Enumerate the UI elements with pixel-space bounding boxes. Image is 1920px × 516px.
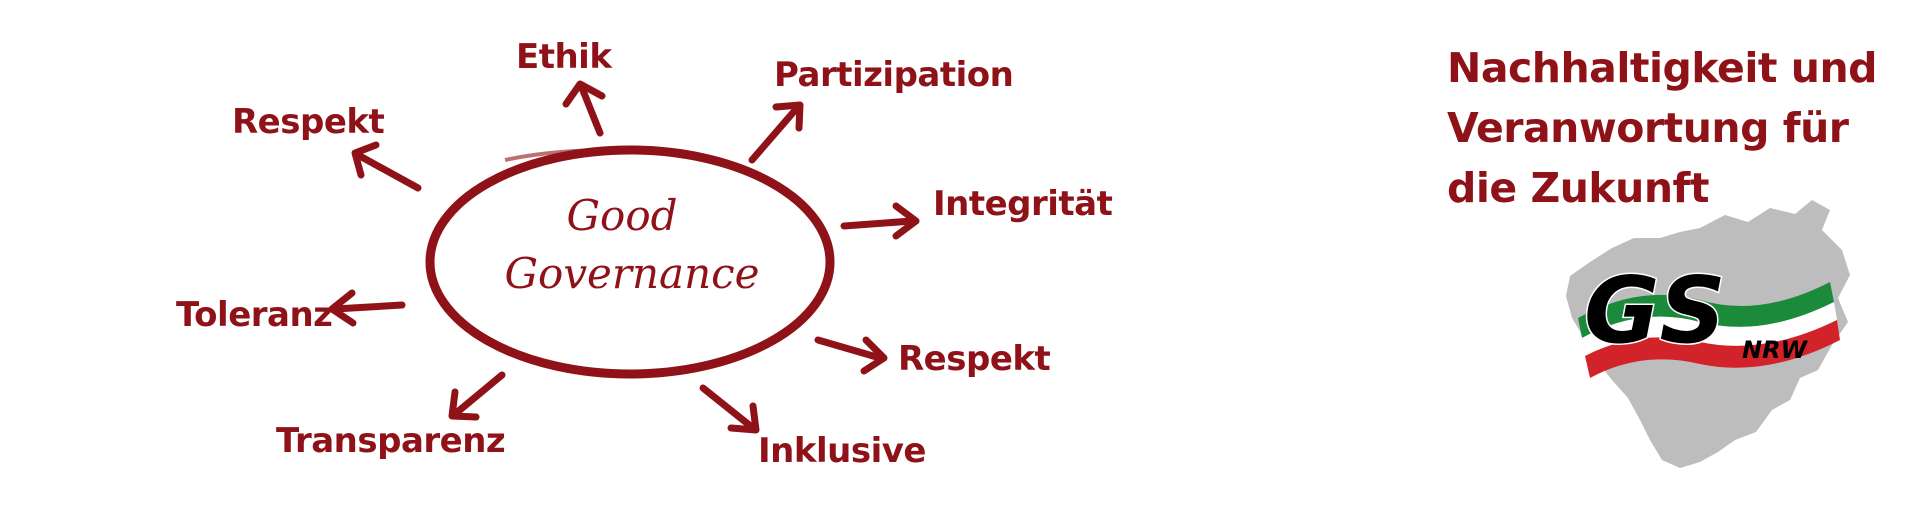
arrow-transparenz (448, 371, 506, 421)
logo-gs-text: GS (1584, 257, 1726, 364)
keyword-integritaet: Integrität (933, 184, 1113, 224)
center-label-line2: Governance (504, 249, 759, 298)
arrow-respekt-right (814, 336, 888, 375)
slogan-line3: die Zukunft (1447, 164, 1709, 212)
keyword-toleranz: Toleranz (176, 295, 332, 335)
arrow-integritaet (840, 202, 920, 240)
arrow-partizipation (748, 101, 804, 164)
arrow-ethik (562, 80, 606, 137)
keyword-transparenz: Transparenz (276, 421, 505, 461)
gs-nrw-logo: GS NRW (1566, 200, 1850, 468)
arrow-inklusive (699, 384, 760, 434)
keyword-ethik: Ethik (516, 37, 613, 77)
slogan-line1: Nachhaltigkeit und (1447, 44, 1877, 92)
flag-white-band (1582, 302, 1837, 356)
keyword-inklusive: Inklusive (758, 431, 926, 471)
arrow-toleranz (328, 289, 406, 327)
logo-nrw-text: NRW (1742, 336, 1809, 364)
ellipse-brush-stroke (504, 147, 641, 162)
keyword-partizipation: Partizipation (774, 55, 1013, 95)
keyword-respekt-right: Respekt (898, 339, 1050, 379)
keyword-respekt-left: Respekt (232, 102, 384, 142)
arrow-respekt-left (351, 141, 422, 192)
flag-green-band (1578, 282, 1834, 338)
slogan-line2: Veranwortung für (1447, 104, 1850, 152)
flag-red-band (1585, 320, 1840, 378)
center-label-line1: Good (566, 191, 677, 240)
